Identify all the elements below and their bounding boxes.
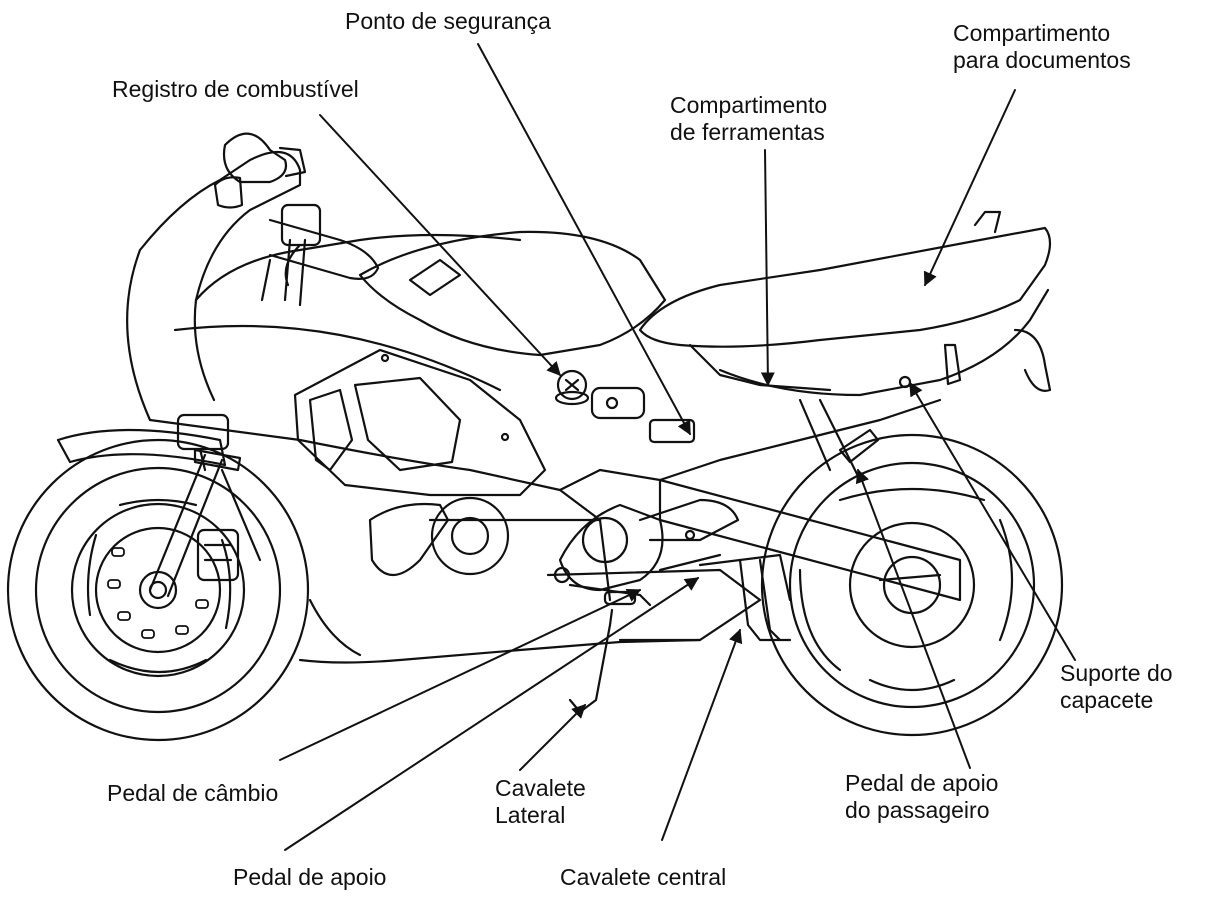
label-compartimento-de-ferramentas: Compartimento de ferramentas	[670, 92, 827, 146]
label-cavalete-lateral: Cavalete Lateral	[495, 775, 586, 829]
label-line: Ponto de segurança	[345, 8, 551, 34]
fairing	[126, 132, 602, 522]
label-line: para documentos	[953, 47, 1131, 73]
front-wheel	[6, 438, 310, 742]
label-line: Compartimento	[953, 20, 1111, 46]
label-line: Registro de combustível	[112, 76, 359, 102]
label-line: de ferramentas	[670, 119, 825, 145]
fuel-tank	[358, 230, 696, 444]
label-pedal-de-apoio-do-passageiro: Pedal de apoio do passageiro	[845, 770, 998, 824]
label-line: Compartimento	[670, 92, 828, 118]
rear-wheel	[760, 433, 1064, 737]
tail-section	[718, 288, 1052, 482]
label-line: Lateral	[495, 802, 566, 828]
label-compartimento-para-documentos: Compartimento para documentos	[953, 20, 1131, 74]
leader-lines	[279, 43, 1076, 851]
label-line: capacete	[1060, 687, 1154, 713]
label-line: Pedal de apoio	[233, 864, 387, 890]
mirror	[176, 413, 230, 472]
label-ponto-de-seguranca: Ponto de segurança	[345, 8, 551, 35]
label-cavalete-central: Cavalete central	[560, 864, 726, 891]
label-line: do passageiro	[845, 797, 990, 823]
label-registro-de-combustivel: Registro de combustível	[112, 76, 359, 103]
handlebar	[260, 203, 380, 307]
seat	[638, 210, 1052, 392]
side-stand	[568, 608, 614, 714]
label-suporte-do-capacete: Suporte do capacete	[1060, 660, 1173, 714]
frame	[546, 398, 942, 642]
label-line: Suporte do	[1060, 660, 1173, 686]
label-line: Cavalete	[495, 775, 586, 801]
label-pedal-de-apoio: Pedal de apoio	[233, 864, 386, 891]
front-fender	[56, 428, 227, 467]
swingarm	[658, 478, 962, 602]
label-line: Cavalete central	[560, 864, 727, 890]
label-line: Pedal de apoio	[845, 770, 999, 796]
front-fork	[148, 448, 262, 598]
label-pedal-de-cambio: Pedal de câmbio	[107, 780, 278, 807]
center-stand	[738, 558, 792, 642]
label-line: Pedal de câmbio	[107, 780, 279, 806]
